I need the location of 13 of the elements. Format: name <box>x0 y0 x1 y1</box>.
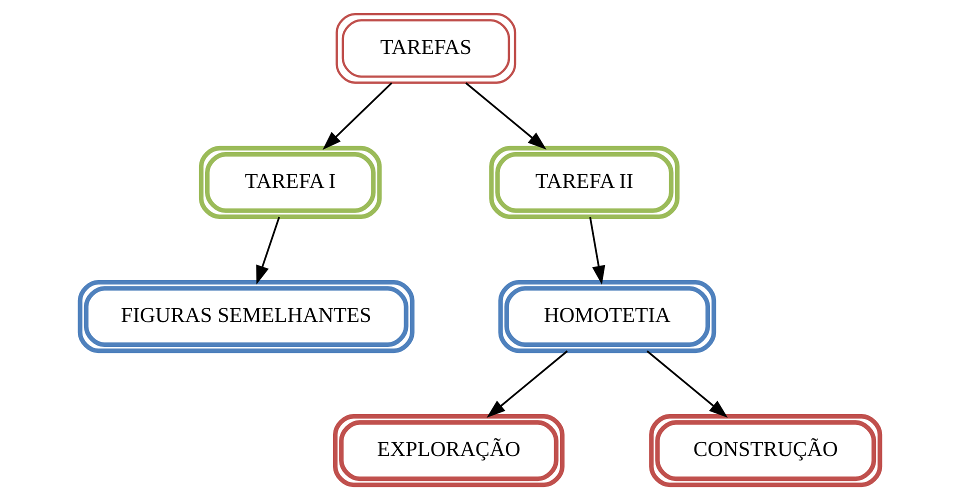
arrow <box>646 350 728 418</box>
node-box: TAREFA II <box>488 146 680 220</box>
arrow <box>256 216 280 285</box>
arrow <box>486 350 568 418</box>
arrow <box>588 216 605 285</box>
node-box: TAREFAS <box>335 12 516 84</box>
node-box: CONSTRUÇÃO <box>648 414 882 488</box>
node-box: HOMOTETIA <box>498 280 716 354</box>
node-box: TAREFA I <box>198 146 382 220</box>
node-box: FIGURAS SEMELHANTES <box>77 280 414 354</box>
arrow <box>322 82 392 150</box>
arrow <box>464 82 546 150</box>
node-box: EXPLORAÇÃO <box>332 414 564 488</box>
